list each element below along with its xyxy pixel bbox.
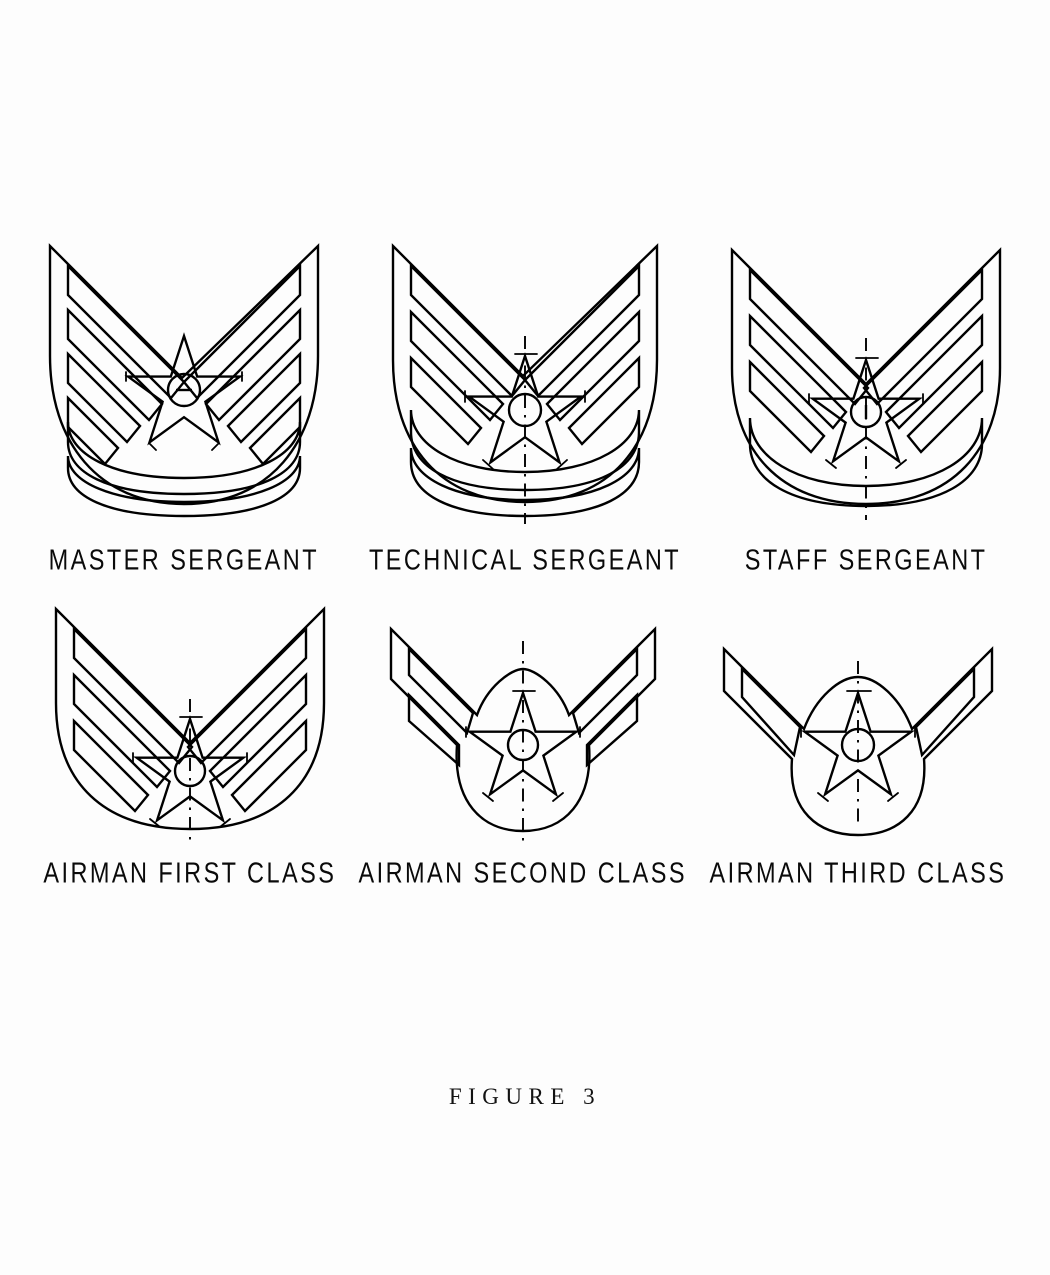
insignia-row-2: AIRMAN FIRST CLASS — [0, 595, 1050, 889]
rank-label-technical-sergeant: TECHNICAL SERGEANT — [368, 544, 682, 577]
staff-sergeant-star-device — [808, 356, 924, 469]
airman-third-class-star-device — [800, 689, 916, 802]
figure-caption: FIGURE 3 — [448, 1084, 602, 1109]
insignia-airman-first-class[interactable]: AIRMAN FIRST CLASS — [34, 595, 346, 889]
technical-sergeant-star-device — [464, 352, 586, 470]
airman-first-class-star-device — [131, 715, 248, 828]
insignia-staff-sergeant[interactable]: STAFF SERGEANT — [716, 228, 1016, 576]
insignia-technical-sergeant[interactable]: TECHNICAL SERGEANT — [359, 228, 691, 576]
insignia-row-1: MASTER SERGEANT — [0, 228, 1050, 576]
rank-label-airman-second-class: AIRMAN SECOND CLASS — [358, 857, 688, 890]
technical-sergeant-chevron-art — [391, 243, 659, 524]
insignia-grid: MASTER SERGEANT — [0, 228, 1050, 889]
staff-sergeant-chevron-art — [730, 247, 1002, 520]
insignia-airman-second-class[interactable]: AIRMAN SECOND CLASS — [348, 613, 697, 889]
master-sergeant-chevron-art — [48, 243, 320, 518]
airman-second-class-star-device — [465, 689, 581, 802]
insignia-master-sergeant[interactable]: MASTER SERGEANT — [34, 228, 334, 576]
rank-label-staff-sergeant: STAFF SERGEANT — [744, 544, 988, 577]
airman-second-class-chevron-art — [389, 626, 657, 841]
rank-label-master-sergeant: MASTER SERGEANT — [48, 544, 320, 577]
rank-label-airman-third-class: AIRMAN THIRD CLASS — [709, 857, 1007, 890]
rank-label-airman-first-class: AIRMAN FIRST CLASS — [43, 857, 337, 890]
insignia-airman-third-class[interactable]: AIRMAN THIRD CLASS — [700, 631, 1016, 889]
airman-third-class-chevron-art — [722, 646, 994, 837]
airman-first-class-chevron-art — [54, 606, 326, 841]
master-sergeant-star-device — [124, 332, 244, 451]
